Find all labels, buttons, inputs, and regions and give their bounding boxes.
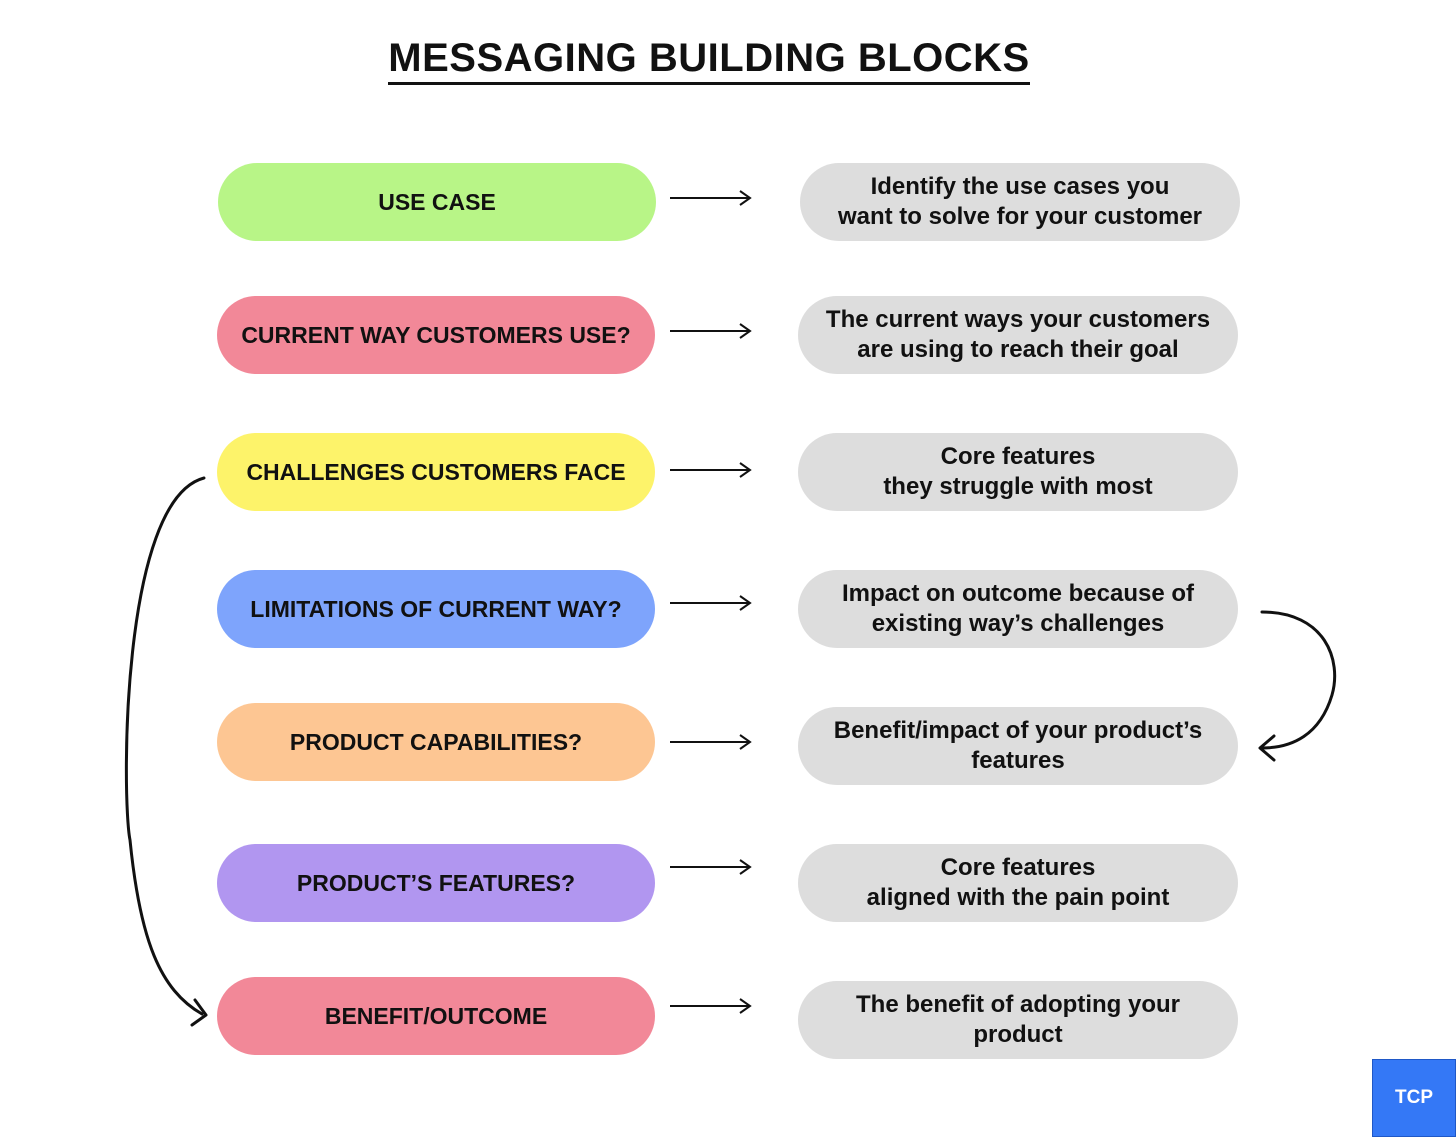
arrow-right-icon bbox=[670, 734, 752, 750]
block-benefit-outcome: BENEFIT/OUTCOME bbox=[217, 977, 655, 1055]
block-current-way: CURRENT WAY CUSTOMERS USE? bbox=[217, 296, 655, 374]
description-limitations: Impact on outcome because of existing wa… bbox=[798, 570, 1238, 648]
brand-badge: TCP bbox=[1372, 1059, 1456, 1137]
description-challenges: Core features they struggle with most bbox=[798, 433, 1238, 511]
block-challenges: CHALLENGES CUSTOMERS FACE bbox=[217, 433, 655, 511]
description-product-features: Core features aligned with the pain poin… bbox=[798, 844, 1238, 922]
block-product-capabilities: PRODUCT CAPABILITIES? bbox=[217, 703, 655, 781]
description-current-way: The current ways your customers are usin… bbox=[798, 296, 1238, 374]
description-use-case: Identify the use cases you want to solve… bbox=[800, 163, 1240, 241]
diagram-title: MESSAGING BUILDING BLOCKS bbox=[0, 36, 1418, 85]
block-limitations: LIMITATIONS OF CURRENT WAY? bbox=[217, 570, 655, 648]
arrow-right-icon bbox=[670, 998, 752, 1014]
arrow-right-icon bbox=[670, 190, 752, 206]
curved-arrow-right-icon bbox=[1258, 610, 1337, 762]
block-product-features: PRODUCT’S FEATURES? bbox=[217, 844, 655, 922]
arrow-right-icon bbox=[670, 859, 752, 875]
arrow-right-icon bbox=[670, 595, 752, 611]
arrow-right-icon bbox=[670, 462, 752, 478]
description-product-capabilities: Benefit/impact of your product’s feature… bbox=[798, 707, 1238, 785]
arrow-right-icon bbox=[670, 323, 752, 339]
curved-arrow-left-icon bbox=[124, 476, 208, 1027]
description-benefit-outcome: The benefit of adopting your product bbox=[798, 981, 1238, 1059]
block-use-case: USE CASE bbox=[218, 163, 656, 241]
